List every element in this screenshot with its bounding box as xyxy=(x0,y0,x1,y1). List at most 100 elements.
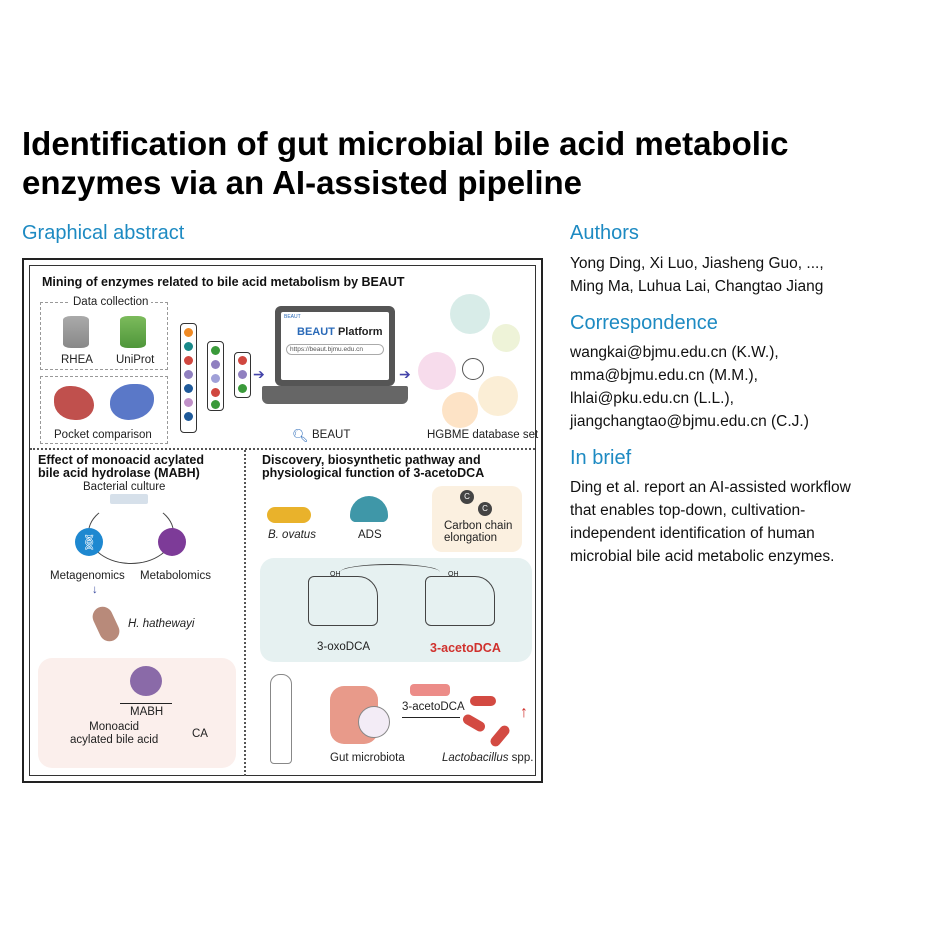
figure-frame: Mining of enzymes related to bile acid m… xyxy=(29,265,539,776)
in-brief-line: microbial bile acid metabolic enzymes. xyxy=(570,548,835,565)
platform-name-b: Platform xyxy=(337,326,383,338)
uniprot-database-icon xyxy=(120,316,146,348)
in-brief-text: Ding et al. report an AI-assisted workfl… xyxy=(570,476,920,568)
in-brief-line: independent identification of human xyxy=(570,525,815,542)
beaut-label: BEAUT xyxy=(312,429,351,441)
bacterium-icon xyxy=(89,603,123,645)
divider-vertical xyxy=(244,450,246,776)
left-title-line1: Effect of monoacid acylated xyxy=(38,453,205,467)
email-link[interactable]: wangkai@bjmu.edu.cn (K.W.), xyxy=(570,344,779,361)
cluster-green xyxy=(492,324,520,352)
pocket-comparison-label: Pocket comparison xyxy=(54,429,152,441)
reaction-arrow xyxy=(120,703,172,704)
metagenomics-label: Metagenomics xyxy=(50,570,125,582)
uniprot-label: UniProt xyxy=(116,354,155,366)
data-collection-label: Data collection xyxy=(70,296,152,308)
cluster-teal xyxy=(450,294,490,334)
ads-label: ADS xyxy=(358,529,382,541)
email-link[interactable]: mma@bjmu.edu.cn (M.M.), xyxy=(570,367,758,384)
correspondence-list: wangkai@bjmu.edu.cn (K.W.), mma@bjmu.edu… xyxy=(570,341,920,433)
3-acetodca-label: 3-acetoDCA xyxy=(430,641,501,655)
3-oxodca-label: 3-oxoDCA xyxy=(317,641,371,653)
divider-horizontal xyxy=(30,448,535,450)
carbon-atom-icon: C xyxy=(460,490,474,504)
pocket-box xyxy=(40,376,168,444)
molecule-icon xyxy=(158,528,186,556)
left-title-line2: bile acid hydrolase (MABH) xyxy=(38,466,200,480)
lactobacillus-icon xyxy=(488,723,512,749)
culture-plate-icon xyxy=(110,494,148,504)
mabh-label: MABH xyxy=(130,706,164,718)
search-icon: 🔍︎ xyxy=(292,428,309,443)
increase-arrow-icon: ↑ xyxy=(520,704,528,721)
bacterial-culture-label: Bacterial culture xyxy=(83,481,166,493)
arrow-right-icon: ➔ xyxy=(399,366,411,382)
cluster-yellow xyxy=(478,376,518,416)
ca-label: CA xyxy=(192,728,208,740)
right-title-line1: Discovery, biosynthetic pathway and xyxy=(262,453,481,467)
correspondence-heading: Correspondence xyxy=(570,312,718,334)
lactobacillus-icon xyxy=(461,712,487,734)
reaction-curve-arrow xyxy=(340,564,440,580)
authors-list: Yong Ding, Xi Luo, Jiasheng Guo, ...,Min… xyxy=(570,252,920,298)
in-brief-heading: In brief xyxy=(570,447,632,469)
email-link[interactable]: jiangchangtao@bjmu.edu.cn (C.J.) xyxy=(570,413,809,430)
effect-arrow xyxy=(402,717,460,718)
mabh-enzyme-icon xyxy=(130,666,162,696)
protein-pocket-red-icon xyxy=(54,386,94,420)
cluster-pink xyxy=(418,352,456,390)
arrow-down-icon: ↓ xyxy=(92,584,98,596)
paper-title: Identification of gut microbial bile aci… xyxy=(22,125,789,201)
lactobacillus-label: Lactobacillus spp. xyxy=(442,752,533,764)
ads-enzyme-icon xyxy=(350,496,388,522)
platform-brand: BEAUT xyxy=(284,314,301,320)
steroid-molecule-icon xyxy=(410,684,450,696)
substrate-line2: acylated bile acid xyxy=(70,734,159,746)
platform-url: https://beaut.bjmu.edu.cn xyxy=(286,344,384,355)
laptop-icon: BEAUT BEAUT Platform https://beaut.bjmu.… xyxy=(275,306,395,386)
center-molecule-node xyxy=(462,358,484,380)
metabolomics-label: Metabolomics xyxy=(140,570,211,582)
carbon-elongation-box xyxy=(432,486,522,552)
lactobacillus-suffix: spp. xyxy=(508,752,534,764)
carbon-atom-icon: C xyxy=(478,502,492,516)
3-oxodca-structure xyxy=(308,576,378,626)
3-acetodca-structure xyxy=(425,576,495,626)
microbiota-magnifier xyxy=(358,706,390,738)
metabolite-label: 3-acetoDCA xyxy=(402,701,465,713)
oh-label: OH xyxy=(448,571,459,578)
in-brief-line: Ding et al. report an AI-assisted workfl… xyxy=(570,479,851,496)
dna-icon: 🧬︎ xyxy=(75,528,103,556)
substrate-line1: Monoacid xyxy=(89,721,140,733)
sidebar: Authors Yong Ding, Xi Luo, Jiasheng Guo,… xyxy=(570,222,920,568)
h-hathewayi-label: H. hathewayi xyxy=(128,618,195,630)
rhea-label: RHEA xyxy=(61,354,93,366)
oh-label: OH xyxy=(330,571,341,578)
rhea-database-icon xyxy=(63,316,89,348)
hgbme-label: HGBME database set xyxy=(427,429,539,441)
b-ovatus-icon xyxy=(267,507,311,523)
lactobacillus-genus: Lactobacillus xyxy=(442,752,509,764)
carbon-line2: elongation xyxy=(444,532,498,544)
email-link[interactable]: lhlai@pku.edu.cn (L.L.), xyxy=(570,390,734,407)
authors-line: Yong Ding, Xi Luo, Jiasheng Guo, ..., xyxy=(570,255,824,272)
laptop-keyboard xyxy=(262,386,408,404)
lactobacillus-icon xyxy=(470,696,496,706)
platform-name-a: BEAUT xyxy=(297,326,335,338)
graphical-abstract-figure: Mining of enzymes related to bile acid m… xyxy=(22,258,543,783)
arrow-right-icon: ➔ xyxy=(253,366,265,382)
right-title-line2: physiological function of 3-acetoDCA xyxy=(262,466,485,480)
cluster-orange xyxy=(442,392,478,428)
gut-microbiota-label: Gut microbiota xyxy=(330,752,405,764)
carbon-line1: Carbon chain xyxy=(444,520,513,532)
human-body-icon xyxy=(270,674,292,764)
top-panel-title: Mining of enzymes related to bile acid m… xyxy=(42,275,405,289)
b-ovatus-label: B. ovatus xyxy=(268,529,316,541)
graphical-abstract-heading: Graphical abstract xyxy=(22,222,185,244)
in-brief-line: that enables top-down, cultivation- xyxy=(570,502,806,519)
authors-heading: Authors xyxy=(570,222,639,244)
